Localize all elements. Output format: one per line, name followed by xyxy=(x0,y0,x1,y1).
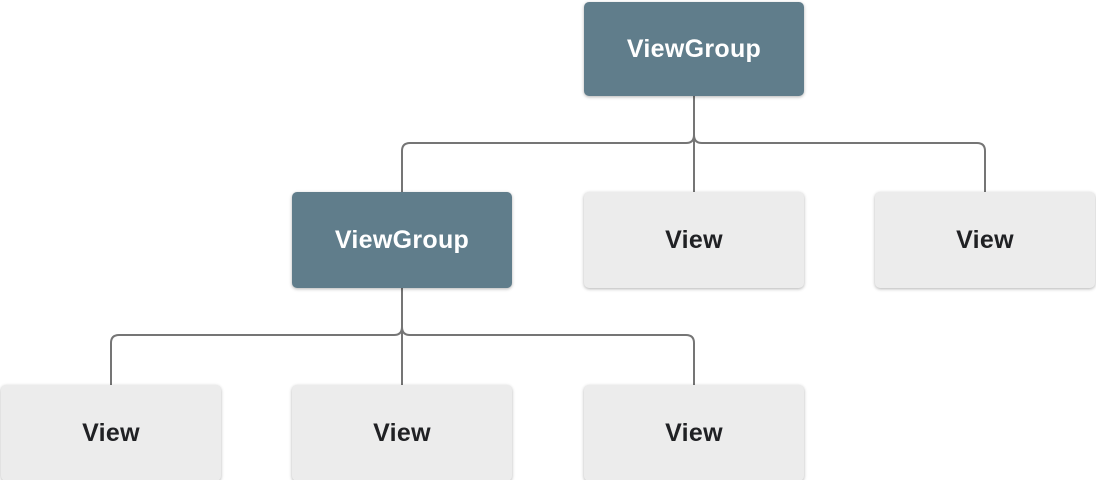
connector-viewgroup-child-to-view-bottom-left xyxy=(110,288,403,385)
node-label: ViewGroup xyxy=(334,225,470,254)
node-label: View xyxy=(82,418,140,447)
connector-viewgroup-root-to-view-right xyxy=(693,96,986,192)
node-view-bottom-mid: View xyxy=(292,385,512,480)
node-view-bottom-left: View xyxy=(1,385,221,480)
node-label: ViewGroup xyxy=(626,34,762,63)
connector-viewgroup-child-to-view-bottom-right xyxy=(401,288,695,385)
node-label: View xyxy=(665,418,723,447)
node-view-middle: View xyxy=(584,192,804,288)
connector-viewgroup-root-to-viewgroup-child xyxy=(401,96,695,192)
node-viewgroup-root: ViewGroup xyxy=(584,2,804,96)
node-label: View xyxy=(665,225,723,254)
node-label: View xyxy=(373,418,431,447)
node-viewgroup-child: ViewGroup xyxy=(292,192,512,288)
node-view-right: View xyxy=(875,192,1095,288)
node-label: View xyxy=(956,225,1014,254)
node-view-bottom-right: View xyxy=(584,385,804,480)
